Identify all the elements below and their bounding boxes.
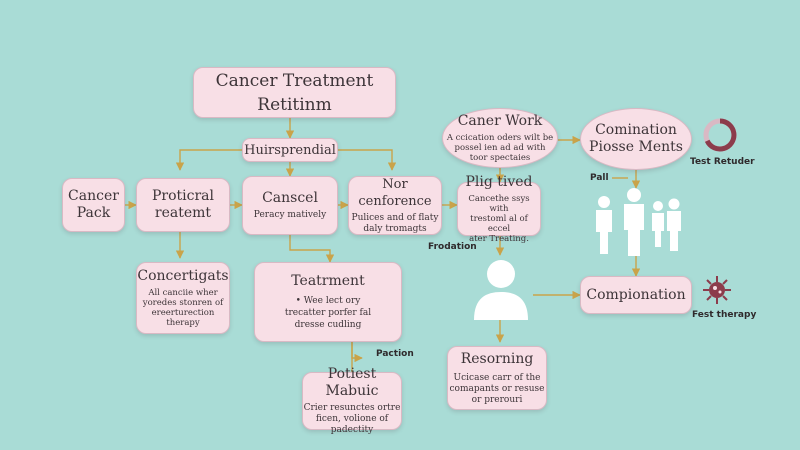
canscel-sub: Peracy matively — [253, 210, 327, 220]
fest-therapy-label: Fest therapy — [692, 310, 757, 320]
family-group-icon — [596, 188, 681, 256]
cancer-pack-line-2: Pack — [76, 205, 111, 221]
proticral-line-1: Proticral — [151, 188, 214, 204]
concertigats-title: Concertigats — [137, 268, 229, 284]
concertigats-sub-3: ereerturection — [151, 308, 215, 318]
potiest-sub-1: Crier resunctes ortre — [303, 403, 401, 413]
canscel-title: Canscel — [262, 190, 318, 206]
caner-work-sub-1: A ccication oders wilt be — [446, 133, 554, 143]
resorning-sub-3: or prerouri — [471, 394, 523, 405]
hub-box[interactable]: Huirsprendial — [242, 138, 338, 162]
person-avatar-icon — [474, 260, 528, 320]
plig-tived-box[interactable]: Plig tived Cancethe ssys with trestoml a… — [457, 174, 541, 244]
concertigats-sub-2: yoredes stonren of — [142, 298, 224, 308]
plig-title: Plig tived — [465, 174, 533, 190]
title-box[interactable]: Cancer Treatment Retitinm — [193, 67, 396, 118]
hub-title: Huirsprendial — [244, 142, 336, 158]
potiest-title: Potiest Mabuic — [325, 366, 379, 399]
canscel-box[interactable]: Canscel Peracy matively — [242, 176, 338, 235]
proticral-box[interactable]: Proticral reatemt — [136, 178, 230, 232]
pall-label: Pall — [590, 173, 609, 183]
caner-work-title: Caner Work — [457, 113, 543, 129]
cancer-pack-box[interactable]: Cancer Pack — [62, 178, 125, 232]
plig-sub-1: Cancethe ssys with — [468, 194, 530, 214]
caner-work-oval[interactable]: Caner Work A ccication oders wilt be pos… — [442, 108, 558, 168]
concertigats-sub-4: therapy — [166, 318, 200, 328]
paction-label: Paction — [376, 349, 414, 359]
resorning-title: Resorning — [460, 350, 534, 367]
concertigats-box[interactable]: Concertigats All canciie wher yoredes st… — [136, 262, 230, 334]
combination-top-line-1: Comination — [595, 122, 677, 138]
resorning-box[interactable]: Resorning Ucicase carr of the comapants … — [447, 346, 547, 410]
test-retuder-label: Test Retuder — [690, 157, 755, 167]
potiest-sub-3: padectity — [330, 425, 374, 435]
combination-top-line-2: Piosse Ments — [589, 139, 683, 155]
teatrment-title: Teatrment — [291, 273, 365, 289]
frodation-label: Frodation — [428, 242, 477, 252]
nor-sub-1: Pulices and of flaty — [351, 213, 439, 223]
proticral-line-2: reatemt — [154, 205, 212, 221]
connector-hub-right — [338, 149, 397, 171]
plig-sub-2: trestoml al of eccel — [470, 214, 528, 234]
virus-icon — [703, 276, 731, 304]
combination-top-oval[interactable]: Comination Piosse Ments — [580, 108, 692, 170]
title-line-1: Cancer Treatment — [215, 70, 374, 91]
compionation-box[interactable]: Compionation — [580, 276, 692, 314]
caner-work-sub-3: toor spectaies — [469, 153, 531, 163]
ring-gauge-icon — [703, 118, 737, 152]
teatrment-sub-3: dresse cudling — [294, 320, 362, 330]
teatrment-sub-1: • Wee lect ory — [295, 296, 361, 306]
nor-sub-2: daly tromagts — [363, 224, 427, 234]
title-line-2: Retitinm — [257, 94, 332, 115]
caner-work-sub-2: possel ien ad ad with — [454, 143, 546, 153]
concertigats-sub-1: All canciie wher — [148, 288, 218, 298]
resorning-sub-2: comapants or resuse — [449, 383, 545, 394]
nor-title: Nor cenforence — [358, 177, 432, 209]
teatrment-box[interactable]: Teatrment • Wee lect ory trecatter porfe… — [254, 262, 402, 342]
resorning-sub-1: Ucicase carr of the — [453, 372, 541, 383]
nor-cenforence-box[interactable]: Nor cenforence Pulices and of flaty daly… — [348, 176, 442, 235]
teatrment-sub-2: trecatter porfer fal — [284, 308, 372, 318]
compionation-title: Compionation — [586, 286, 686, 303]
plig-sub-3: ater Treating. — [469, 234, 529, 244]
potiest-sub-2: ficen, volione of — [315, 414, 389, 424]
cancer-pack-line-1: Cancer — [68, 188, 119, 204]
connector-teat-paction — [351, 342, 363, 363]
connector-canscel-teat — [289, 235, 335, 263]
connector-hub-left — [175, 149, 242, 171]
potiest-mabuic-box[interactable]: Potiest Mabuic Crier resunctes ortre fic… — [302, 366, 402, 435]
